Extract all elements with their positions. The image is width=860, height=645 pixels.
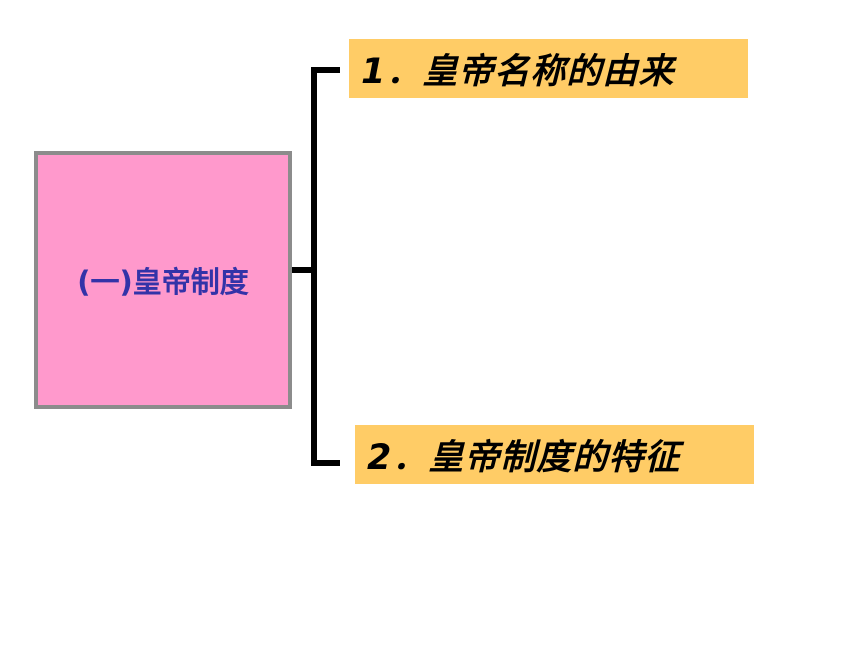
branch-node-2: 2．皇帝制度的特征: [355, 425, 754, 484]
branch-node-2-label: 2．皇帝制度的特征: [367, 438, 681, 478]
root-node-label: (一)皇帝制度: [77, 265, 249, 299]
root-node-box: (一)皇帝制度: [34, 151, 292, 409]
bracket-line: [311, 67, 340, 466]
branch-node-1-label: 1．皇帝名称的由来: [361, 52, 675, 92]
branch-node-1: 1．皇帝名称的由来: [349, 39, 748, 98]
